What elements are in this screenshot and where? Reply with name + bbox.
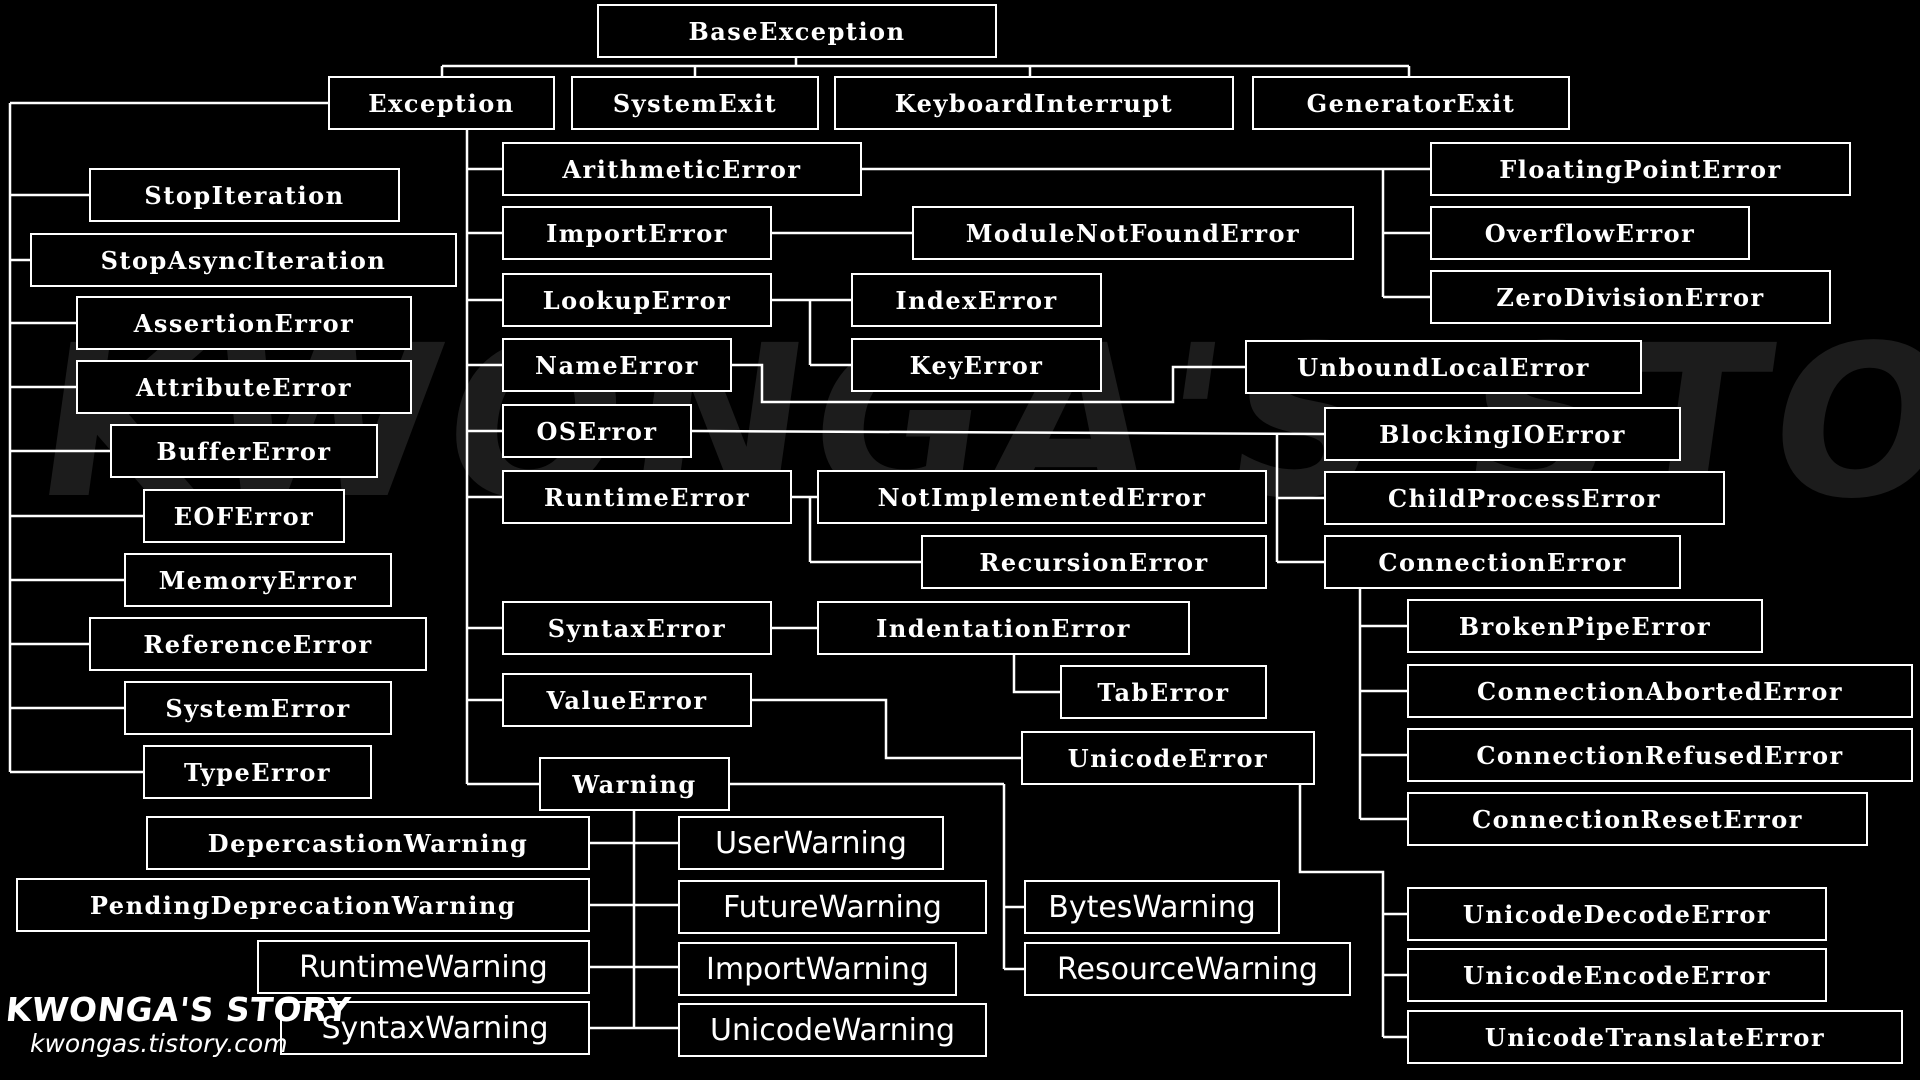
node-zero-division-error: ZeroDivisionError — [1430, 270, 1831, 324]
node-exception: Exception — [328, 76, 555, 130]
node-unbound-local-error: UnboundLocalError — [1245, 340, 1642, 394]
node-future-warning: FutureWarning — [678, 880, 987, 934]
node-floating-point-error: FloatingPointError — [1430, 142, 1851, 196]
node-bytes-warning: BytesWarning — [1024, 880, 1280, 934]
node-arithmetic-error: ArithmeticError — [502, 142, 862, 196]
node-runtime-warning: RuntimeWarning — [257, 940, 590, 994]
node-system-error: SystemError — [124, 681, 392, 735]
connector-line — [732, 363, 1245, 404]
node-tab-error: TabError — [1060, 665, 1267, 719]
connector-line — [691, 429, 1325, 436]
node-user-warning: UserWarning — [678, 816, 944, 870]
node-assertion-error: AssertionError — [76, 296, 412, 350]
node-generator-exit: GeneratorExit — [1252, 76, 1570, 130]
node-stop-async-iteration: StopAsyncIteration — [30, 233, 457, 287]
node-broken-pipe-error: BrokenPipeError — [1407, 599, 1763, 653]
node-connection-error: ConnectionError — [1324, 535, 1681, 589]
node-module-not-found-error: ModuleNotFoundError — [912, 206, 1354, 260]
node-unicode-error: UnicodeError — [1021, 731, 1315, 785]
brand-logo: KWONGA'S STORY kwongas.tistory.com — [3, 990, 353, 1058]
node-value-error: ValueError — [502, 673, 752, 727]
node-name-error: NameError — [502, 338, 732, 392]
node-indentation-error: IndentationError — [817, 601, 1190, 655]
node-not-implemented-error: NotImplementedError — [817, 470, 1267, 524]
brand-logo-url: kwongas.tistory.com — [30, 1029, 288, 1058]
node-index-error: IndexError — [851, 273, 1102, 327]
node-stop-iteration: StopIteration — [89, 168, 400, 222]
node-key-error: KeyError — [851, 338, 1102, 392]
node-base-exception: BaseException — [597, 4, 997, 58]
node-unicode-encode-error: UnicodeEncodeError — [1407, 948, 1827, 1002]
node-os-error: OSError — [502, 404, 692, 458]
node-import-warning: ImportWarning — [678, 942, 957, 996]
node-unicode-warning: UnicodeWarning — [678, 1003, 987, 1057]
node-pending-deprecation-warning: PendingDeprecationWarning — [16, 878, 590, 932]
node-keyboard-interrupt: KeyboardInterrupt — [834, 76, 1234, 130]
node-unicode-translate-error: UnicodeTranslateError — [1407, 1010, 1903, 1064]
brand-logo-title: KWONGA'S STORY — [3, 990, 353, 1029]
node-unicode-decode-error: UnicodeDecodeError — [1407, 887, 1827, 941]
node-reference-error: ReferenceError — [89, 617, 427, 671]
node-system-exit: SystemExit — [571, 76, 819, 130]
node-child-process-error: ChildProcessError — [1324, 471, 1725, 525]
node-warning: Warning — [539, 757, 730, 811]
connector-line — [1012, 655, 1060, 694]
connector-line — [1298, 785, 1385, 1037]
node-connection-aborted-error: ConnectionAbortedError — [1407, 664, 1913, 718]
node-attribute-error: AttributeError — [76, 360, 412, 414]
node-depercastion-warning: DepercastionWarning — [146, 816, 590, 870]
node-syntax-error: SyntaxError — [502, 601, 772, 655]
node-runtime-error: RuntimeError — [502, 470, 792, 524]
node-recursion-error: RecursionError — [921, 535, 1267, 589]
node-type-error: TypeError — [143, 745, 372, 799]
node-lookup-error: LookupError — [502, 273, 772, 327]
node-resource-warning: ResourceWarning — [1024, 942, 1351, 996]
node-blocking-io-error: BlockingIOError — [1324, 407, 1681, 461]
node-connection-refused-error: ConnectionRefusedError — [1407, 728, 1913, 782]
connector-line — [752, 698, 1021, 760]
node-syntax-warning: SyntaxWarning — [280, 1001, 590, 1055]
node-eof-error: EOFError — [143, 489, 345, 543]
node-buffer-error: BufferError — [110, 424, 378, 478]
node-connection-reset-error: ConnectionResetError — [1407, 792, 1868, 846]
node-import-error: ImportError — [502, 206, 772, 260]
node-memory-error: MemoryError — [124, 553, 392, 607]
node-overflow-error: OverflowError — [1430, 206, 1750, 260]
